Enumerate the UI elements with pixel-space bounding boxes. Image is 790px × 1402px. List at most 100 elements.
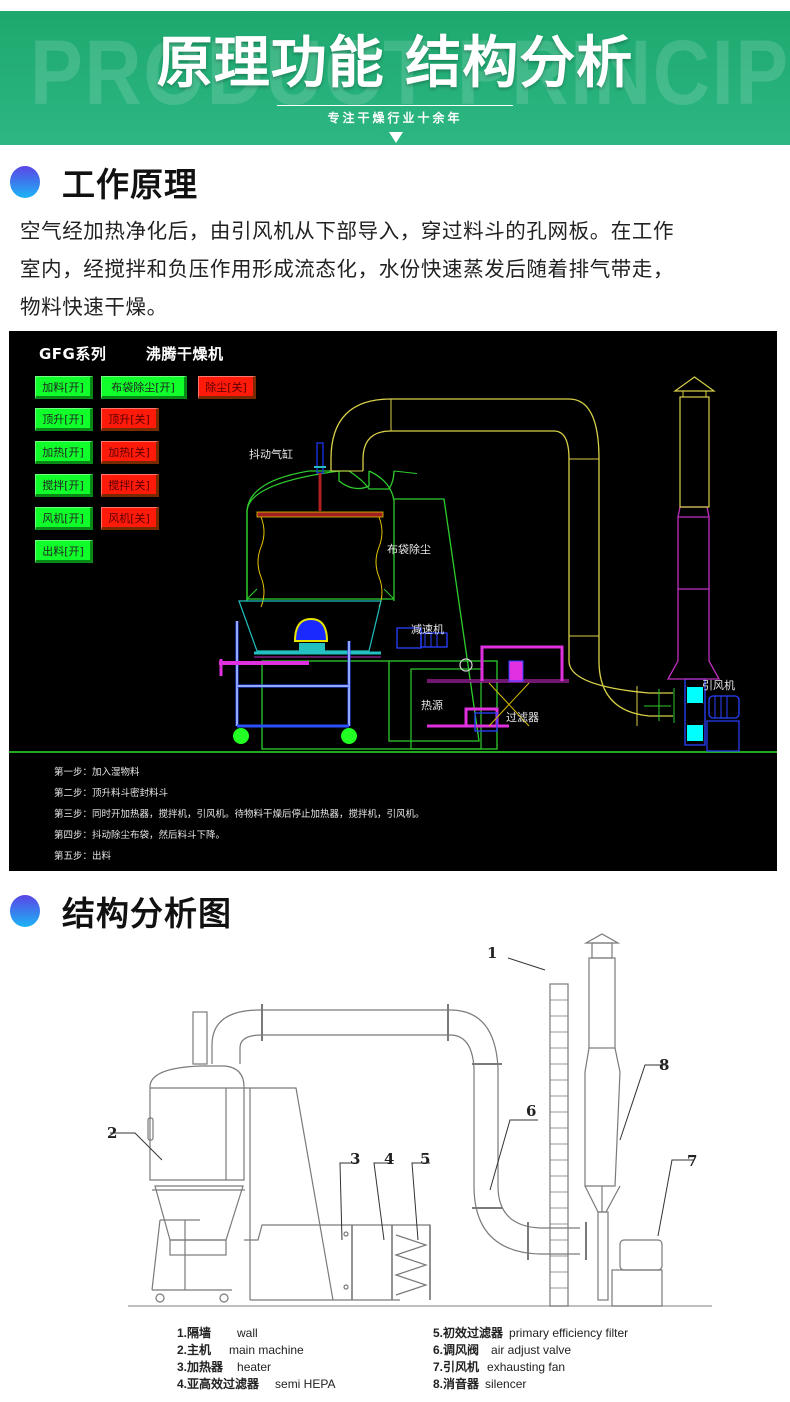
lift-on-button[interactable]: 顶升[开] xyxy=(35,408,93,431)
caster-wheel xyxy=(341,728,357,744)
callout-3: 3 xyxy=(350,1150,361,1168)
stirrer-motor xyxy=(293,617,329,642)
legend-item: 1.隔墙 wall xyxy=(177,1325,335,1342)
step-item: 第二步：顶升料斗密封料斗 xyxy=(54,788,169,799)
banner-background-text: PRODUCT PRINCIPLE xyxy=(30,22,790,124)
partition-wall xyxy=(549,983,569,1307)
legend-en: silencer xyxy=(485,1377,527,1391)
step-item: 第一步：加入湿物料 xyxy=(54,767,140,778)
shaking-cylinder xyxy=(316,442,324,474)
fan-on-button[interactable]: 风机[开] xyxy=(35,507,93,530)
duct-outer xyxy=(211,1009,580,1229)
description-line: 空气经加热净化后，由引风机从下部导入，穿过料斗的孔网板。在工作 xyxy=(20,219,675,243)
exhaust-fan xyxy=(619,1239,663,1271)
heat-on-button[interactable]: 加热[开] xyxy=(35,441,93,464)
chimney xyxy=(679,396,710,508)
legend-zh: 1.隔墙 xyxy=(177,1326,212,1340)
step-item: 第四步：抖动除尘布袋，然后料斗下降。 xyxy=(54,830,226,841)
step-item: 第五步：出料 xyxy=(54,851,112,862)
callout-1: 1 xyxy=(487,944,498,962)
stir-on-button[interactable]: 搅拌[开] xyxy=(35,474,93,497)
banner-title: 原理功能 结构分析 xyxy=(156,31,634,96)
duct-inner xyxy=(362,430,673,694)
leader-5 xyxy=(411,1162,430,1241)
legend-item: 2.主机 main machine xyxy=(177,1342,335,1359)
legend-zh: 4.亚高效过滤器 xyxy=(177,1377,260,1391)
series-label: GFG系列 xyxy=(39,345,107,363)
section-heading-structure: 结构分析图 xyxy=(10,889,232,933)
bullet-dot-icon xyxy=(10,895,40,927)
control-panel-diagram: GFG系列 沸腾干燥机 加料[开] 布袋除尘[开] 除尘[关] 顶升[开] 顶升… xyxy=(9,331,777,871)
fan-off-button[interactable]: 风机[关] xyxy=(101,507,159,530)
label-filter: 过滤器 xyxy=(506,711,539,724)
principle-description: 空气经加热净化后，由引风机从下部导入，穿过料斗的孔网板。在工作 室内，经搅拌和负… xyxy=(20,212,780,326)
bullet-dot-icon xyxy=(10,166,40,198)
legend-item: 5.初效过滤器 primary efficiency filter xyxy=(433,1325,628,1342)
leader-4 xyxy=(373,1162,392,1241)
section-title: 工作原理 xyxy=(62,165,198,204)
dust-off-button[interactable]: 除尘[关] xyxy=(198,376,256,399)
callout-2: 2 xyxy=(107,1124,118,1142)
cone xyxy=(154,1185,244,1241)
discharge-on-button[interactable]: 出料[开] xyxy=(35,540,93,563)
legend-en: main machine xyxy=(229,1343,304,1357)
section-title: 结构分析图 xyxy=(62,894,232,933)
process-steps: 第一步：加入湿物料 第二步：顶升料斗密封料斗 第三步：同时开加热器，搅拌机，引风… xyxy=(54,762,425,867)
banner: PRODUCT PRINCIPLE 原理功能 结构分析 专注干燥行业十余年 xyxy=(0,11,790,145)
callout-5: 5 xyxy=(420,1150,431,1168)
label-shaking-cylinder: 抖动气缸 xyxy=(249,448,293,461)
exhaust-stack xyxy=(192,1011,208,1065)
silencer xyxy=(584,1047,621,1187)
callout-6: 6 xyxy=(526,1102,537,1120)
leader-6 xyxy=(489,1119,538,1191)
leader-7 xyxy=(657,1159,694,1237)
bag-dust-on-button[interactable]: 布袋除尘[开] xyxy=(101,376,187,399)
machine-name: 沸腾干燥机 xyxy=(146,345,224,363)
callout-7: 7 xyxy=(687,1152,698,1170)
legend-zh: 3.加热器 xyxy=(177,1360,224,1374)
primary-filter-coil xyxy=(394,1234,428,1296)
caster-wheel xyxy=(155,1293,165,1303)
leader-3 xyxy=(339,1162,358,1241)
pressure-gauge xyxy=(459,658,473,672)
heat-off-button[interactable]: 加热[关] xyxy=(101,441,159,464)
legend-zh: 2.主机 xyxy=(177,1343,212,1357)
chimney-cap xyxy=(673,376,716,392)
structure-drawing xyxy=(110,933,712,1307)
vessel-outline xyxy=(246,470,395,601)
label-bag-filter: 布袋除尘 xyxy=(387,543,431,556)
label-heat-source: 热源 xyxy=(421,699,443,712)
bag-frame xyxy=(256,511,384,518)
leader-8 xyxy=(619,1064,666,1141)
caster-wheel xyxy=(219,1293,229,1303)
stir-off-button[interactable]: 搅拌[关] xyxy=(101,474,159,497)
feed-on-button[interactable]: 加料[开] xyxy=(35,376,93,399)
down-arrow-icon xyxy=(389,132,403,143)
legend-item: 4.亚高效过滤器 semi HEPA xyxy=(177,1376,335,1393)
label-reducer: 减速机 xyxy=(411,623,444,636)
silencer-top xyxy=(588,957,616,1049)
bag-housing xyxy=(244,1087,334,1301)
lift-off-button[interactable]: 顶升[关] xyxy=(101,408,159,431)
legend-en: wall xyxy=(237,1326,258,1340)
legend-en: semi HEPA xyxy=(275,1377,336,1391)
description-line: 物料快速干燥。 xyxy=(20,295,168,319)
bag-filter-housing xyxy=(388,498,480,742)
process-schematic xyxy=(9,376,777,753)
banner-subtitle: 专注干燥行业十余年 xyxy=(327,111,463,125)
step-item: 第三步：同时开加热器，搅拌机，引风机。待物料干燥后停止加热器，搅拌机，引风机。 xyxy=(54,809,425,820)
legend-en: primary efficiency filter xyxy=(509,1326,629,1340)
air-inlet-duct xyxy=(244,1224,431,1300)
legend-zh: 5.初效过滤器 xyxy=(433,1326,504,1340)
valve xyxy=(508,660,524,682)
callout-8: 8 xyxy=(659,1056,670,1074)
section-heading-working-principle: 工作原理 xyxy=(10,160,198,204)
silencer xyxy=(666,588,721,680)
legend-zh: 7.引风机 xyxy=(433,1360,480,1374)
